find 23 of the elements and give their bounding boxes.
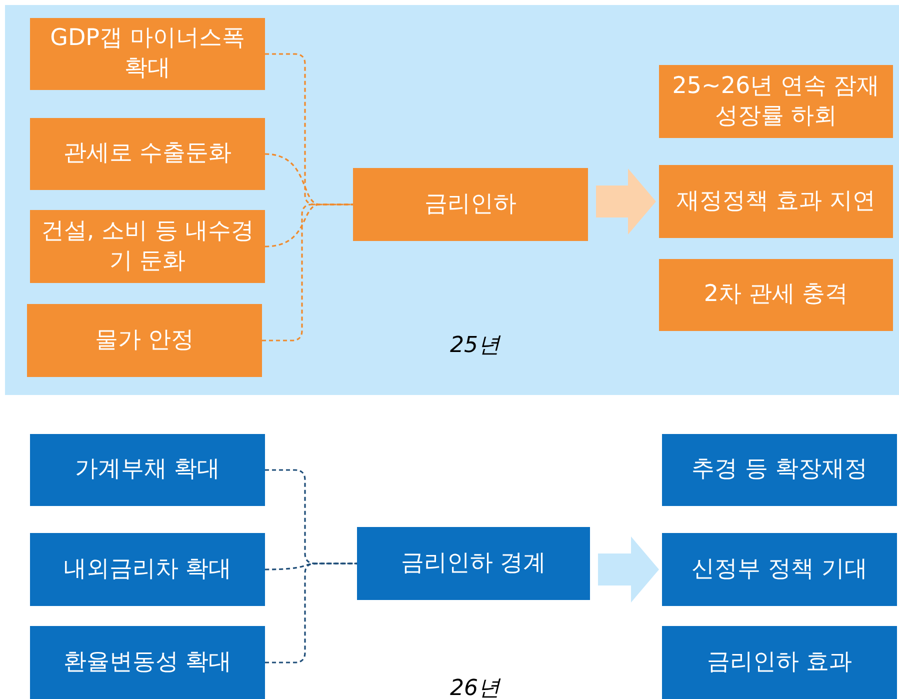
process-box: 25~26년 연속 잠재성장률 하회 bbox=[659, 65, 893, 138]
year-label: 26년 bbox=[450, 675, 500, 699]
process-box: 관세로 수출둔화 bbox=[30, 118, 265, 190]
process-box: GDP갭 마이너스폭 확대 bbox=[30, 18, 265, 90]
process-box: 신정부 정책 기대 bbox=[662, 533, 897, 606]
block-arrow bbox=[598, 536, 659, 602]
process-box: 환율변동성 확대 bbox=[30, 626, 265, 699]
process-box: 재정정책 효과 지연 bbox=[659, 165, 893, 238]
process-box: 내외금리차 확대 bbox=[30, 533, 265, 606]
process-box: 물가 안정 bbox=[27, 304, 262, 377]
process-box: 가계부채 확대 bbox=[30, 434, 265, 506]
connector-line bbox=[265, 469, 357, 564]
process-box: 2차 관세 충격 bbox=[659, 259, 893, 331]
process-box: 건설, 소비 등 내수경기 둔화 bbox=[30, 210, 265, 283]
process-box: 금리인하 경계 bbox=[357, 527, 590, 600]
block-arrow bbox=[596, 168, 656, 234]
process-box: 추경 등 확장재정 bbox=[662, 434, 897, 506]
process-box: 금리인하 bbox=[353, 168, 588, 241]
connector-line bbox=[265, 562, 357, 664]
connector-line bbox=[262, 204, 353, 342]
connector-line bbox=[265, 53, 353, 206]
year-label: 25년 bbox=[450, 332, 500, 360]
process-box: 금리인하 효과 bbox=[662, 626, 897, 699]
